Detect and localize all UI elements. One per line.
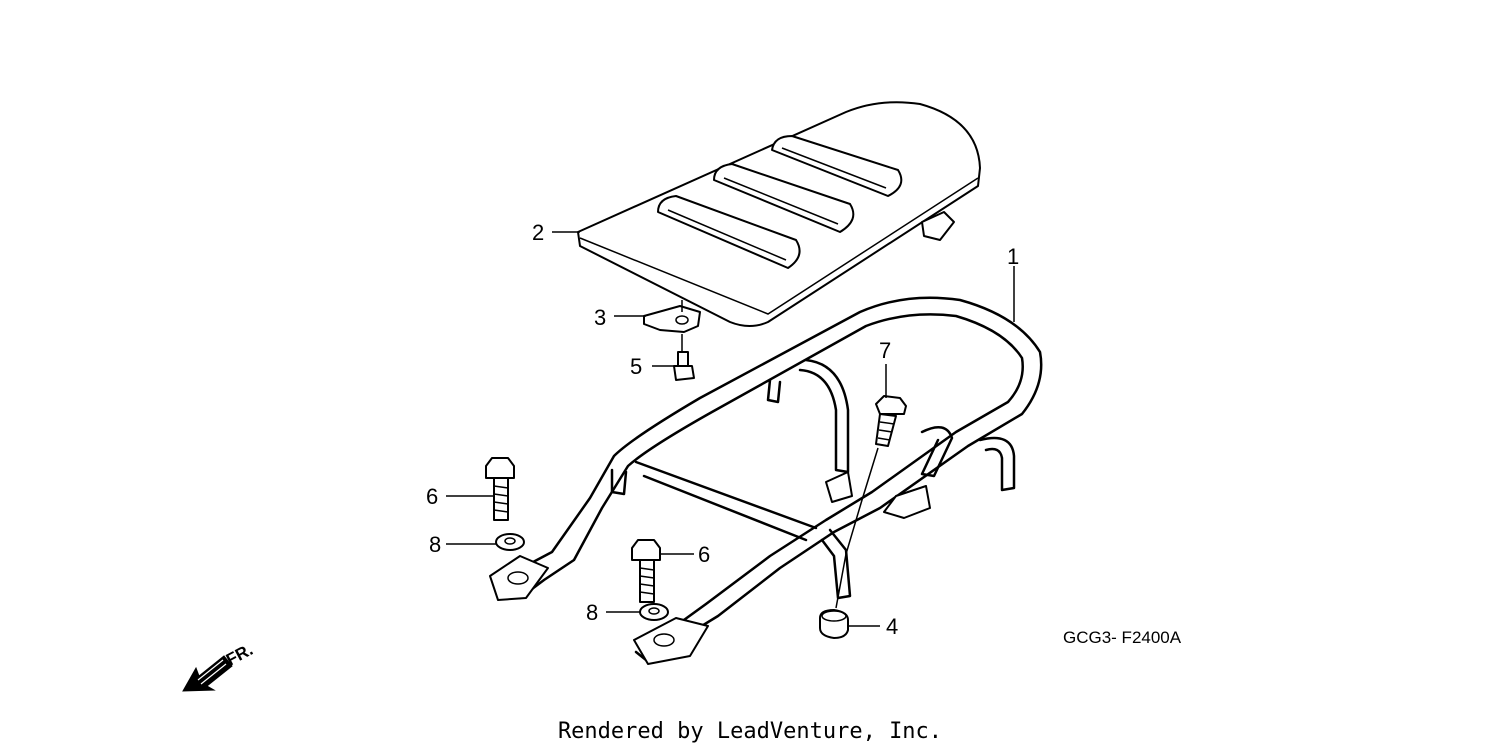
carrier-plate [577,101,981,327]
bolt-6-right [631,539,661,603]
callout-8-right: 8 [586,600,598,625]
plate-slot [771,135,903,197]
callout-8-left: 8 [429,532,441,557]
small-bolt [673,351,695,381]
plate-slot [713,163,855,233]
callout-7: 7 [879,338,891,363]
washer-8-right [639,603,669,621]
front-arrow-icon [182,655,233,692]
plate-slot [657,195,801,269]
callout-5: 5 [630,354,642,379]
footer-credit: Rendered by LeadVenture, Inc. [558,719,942,744]
leader-lines [446,231,1015,627]
bolt-7 [875,395,907,447]
collar-nut [819,609,849,639]
bolt-6-left [485,457,515,521]
washer-8-left [495,533,525,551]
callout-2: 2 [532,220,544,245]
callout-3: 3 [594,305,606,330]
callout-4: 4 [886,614,898,639]
callout-1: 1 [1007,244,1019,269]
diagram-code: GCG3- F2400A [1063,628,1182,647]
callout-6-right: 6 [698,542,710,567]
carrier-frame [489,296,1043,665]
bracket [643,305,701,333]
callout-6-left: 6 [426,484,438,509]
